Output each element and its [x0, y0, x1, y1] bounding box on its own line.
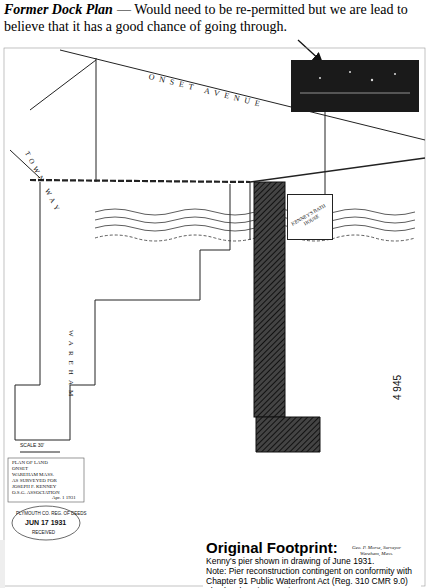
- building-label: KENNEY'S BATH HOUSE: [290, 202, 330, 232]
- caption-text: Kenny's pier shown in drawing of June 19…: [206, 557, 418, 567]
- street-name: ONSET AVENUE: [148, 72, 266, 110]
- title-block-text: AS SURVEYED FOR: [12, 478, 57, 484]
- stamp-text: PLYMOUTH CO. REG. OF DEEDS: [16, 511, 86, 516]
- title-block-text: WAREHAM MASS.: [12, 472, 54, 478]
- title-block-text: O.S.G. ASSOCIATION: [12, 490, 60, 496]
- place-name: WAREHAM: [67, 330, 75, 401]
- title-block-text: JOSEPH F. KENNEY: [12, 484, 56, 490]
- heading: Former Dock Plan— Would need to be re-pe…: [4, 2, 424, 36]
- title-block-text: ONSET: [12, 466, 28, 472]
- record-number: 4 945: [392, 375, 404, 400]
- heading-title: Former Dock Plan: [4, 2, 113, 17]
- date-text: Apr. 1 1931: [52, 495, 76, 501]
- caption-text: Note: Pier reconstruction contingent on …: [206, 567, 418, 588]
- street-name: TOWN WAY: [23, 150, 63, 215]
- stamp-date: JUN 17 1931: [25, 519, 66, 527]
- building-box: KENNEY'S BATH HOUSE: [287, 194, 333, 240]
- stamp-text: RECEIVED: [32, 530, 55, 535]
- scale-label: SCALE 30': [20, 443, 44, 449]
- surveyor-text: Geo. P. Morse, Surveyor: [352, 545, 401, 551]
- title-block-text: PLAN OF LAND: [12, 460, 48, 466]
- surveyor-text: Wareham, Mass.: [360, 551, 393, 557]
